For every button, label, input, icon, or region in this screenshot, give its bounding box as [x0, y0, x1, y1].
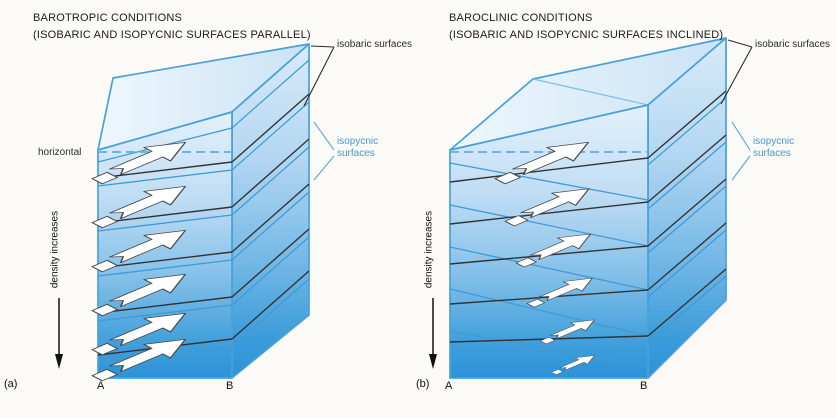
panel-a-tag: (a): [4, 378, 18, 390]
point-a-label-b: A: [445, 380, 453, 392]
density-arrow-b: [429, 298, 437, 369]
isopycnic-lines-front: [449, 162, 649, 368]
panel-b-title: BAROCLINIC CONDITIONS: [449, 12, 593, 24]
front-face: [449, 104, 649, 379]
point-b-label-a: B: [226, 380, 234, 392]
isobaric-surfaces-label-b: isobaric surfaces: [755, 39, 831, 50]
panel-a-title: BAROTROPIC CONDITIONS: [33, 12, 183, 24]
isopycnic-surfaces-label-b: isopycnic surfaces: [753, 136, 795, 159]
panel-b-subtitle: (ISOBARIC AND ISOPYCNIC SURFACES INCLINE…: [449, 29, 724, 41]
horizontal-label: horizontal: [36, 147, 84, 158]
isopycnic-lines-side: [647, 97, 727, 344]
point-a-label-a: A: [97, 380, 105, 392]
density-increases-label-a: density increases: [49, 210, 61, 289]
density-arrow-a: [55, 298, 63, 369]
isobaric-lines-side: [647, 90, 727, 337]
point-b-label-b: B: [640, 380, 648, 392]
isobaric-lines-front: [97, 161, 233, 356]
density-increases-label-b: density increases: [423, 210, 435, 289]
isobaric-pointer-lines-a: [303, 45, 335, 107]
isopycnic-surfaces-label-a: isopycnic surfaces: [337, 136, 379, 159]
isopycnic-lines-side: [231, 59, 310, 348]
isopycnic-pointer-lines-b: [731, 121, 751, 181]
block-barotropic: [55, 43, 335, 385]
panel-b-tag: (b): [416, 378, 430, 390]
isopycnic-pointer-lines-a: [313, 121, 335, 181]
isobaric-lines-side: [231, 93, 310, 340]
sea-surface-crease: [532, 78, 649, 106]
isobaric-surfaces-label-a: isobaric surfaces: [337, 39, 413, 50]
isobaric-pointer-lines-b: [720, 39, 753, 105]
block-baroclinic: [429, 37, 753, 379]
panel-a-subtitle: (ISOBARIC AND ISOPYCNIC SURFACES PARALLE…: [33, 29, 311, 41]
